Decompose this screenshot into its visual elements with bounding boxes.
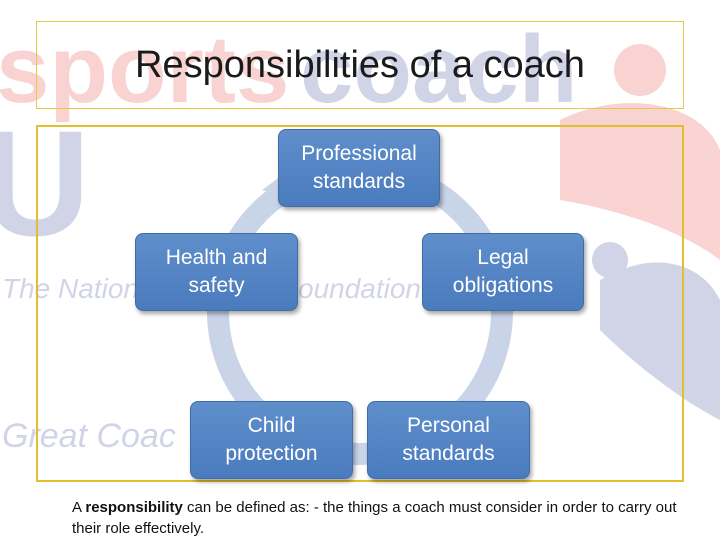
diagram-frame: [36, 125, 684, 482]
node-professional-standards: Professional standards: [278, 129, 440, 207]
caption-term: responsibility: [85, 499, 183, 516]
node-child-protection: Child protection: [190, 401, 353, 479]
caption-prefix: A: [72, 499, 86, 516]
title-frame: [36, 21, 684, 109]
definition-caption: A responsibility can be defined as: - th…: [72, 497, 692, 539]
slide-title: Responsibilities of a coach: [135, 44, 585, 86]
node-health-and-safety: Health and safety: [135, 233, 298, 311]
logo-letter-u: U: [0, 99, 90, 267]
node-personal-standards: Personal standards: [367, 401, 530, 479]
logo-tagline-right: oundation: [298, 273, 421, 304]
logo-brand-right: coach: [300, 16, 577, 123]
node-legal-obligations: Legal obligations: [422, 233, 584, 311]
logo-brand-left: sports: [0, 16, 289, 123]
logo-tagline-bottom: Great Coac: [2, 417, 176, 455]
logo-tagline-left: The Nation: [2, 273, 139, 304]
caption-text: can be defined as: - the things a coach …: [72, 499, 677, 537]
